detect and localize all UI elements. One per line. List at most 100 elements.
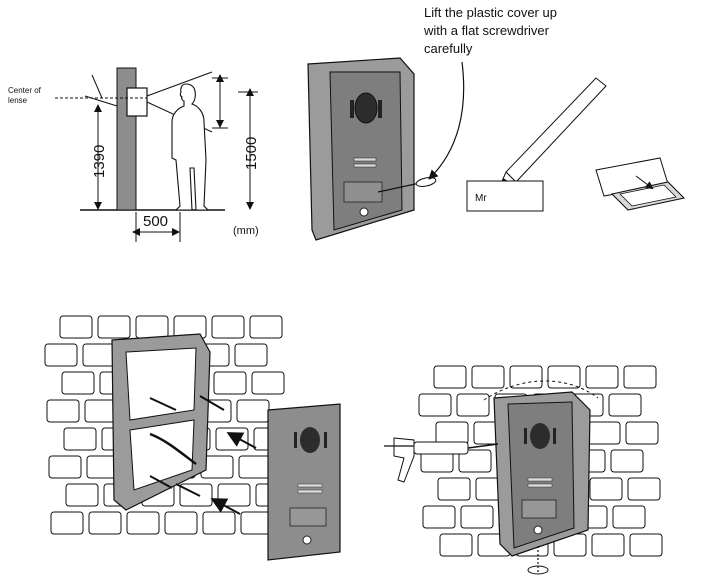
screwdriver-shaft — [377, 182, 421, 193]
installed-led-right — [553, 428, 556, 444]
brick — [65, 483, 99, 507]
brick — [612, 505, 646, 529]
screw-4 — [175, 483, 201, 497]
frame-opening-top — [125, 347, 197, 421]
brick — [547, 365, 581, 389]
brick — [589, 477, 623, 501]
screwdriver-handle — [415, 177, 437, 187]
name-card-figure: Mr — [466, 77, 686, 212]
brick — [627, 477, 661, 501]
brick — [439, 533, 473, 557]
panel-camera-icon — [300, 427, 320, 453]
panel-speaker-2 — [297, 489, 323, 494]
brick — [433, 365, 467, 389]
door-station-box — [126, 87, 148, 117]
brick — [88, 511, 122, 535]
name-plate — [343, 181, 383, 203]
height-1500-label: 1500 — [243, 137, 260, 170]
brick — [97, 315, 131, 339]
brick — [435, 421, 469, 445]
brick — [44, 343, 78, 367]
brick — [249, 315, 283, 339]
name-card-text: Mr — [475, 193, 487, 204]
instruction-arrow — [428, 61, 465, 180]
brick — [59, 315, 93, 339]
brick — [61, 371, 95, 395]
person-silhouette — [171, 83, 210, 211]
speaker-slot-1 — [353, 157, 377, 162]
brick — [164, 511, 198, 535]
brick — [422, 505, 456, 529]
angle-mark-1 — [91, 74, 103, 99]
wall-mount-figure — [44, 315, 341, 561]
silicone-tube — [413, 441, 469, 455]
brick — [418, 393, 452, 417]
insert-card-arrow — [635, 175, 654, 190]
mounting-height-figure: Center of lense 1390 1500 500 (mm) — [8, 67, 260, 242]
installed-camera-icon — [530, 423, 550, 449]
brick — [46, 399, 80, 423]
brick — [591, 533, 625, 557]
brick — [82, 343, 116, 367]
installed-speaker-2 — [527, 483, 553, 488]
lens-label-line1: Center of — [8, 86, 42, 95]
brick — [471, 365, 505, 389]
installed-call-button-icon — [533, 525, 543, 535]
brick — [202, 511, 236, 535]
screw-rotation-icon — [527, 565, 549, 575]
brick — [211, 315, 245, 339]
installed-led-left — [524, 428, 527, 444]
panel-led-right — [324, 432, 327, 448]
brick — [135, 315, 169, 339]
brick — [437, 477, 471, 501]
outdoor-panel — [267, 403, 341, 561]
instruction-line3: carefully — [424, 41, 473, 56]
brick — [587, 421, 621, 445]
brick — [215, 427, 249, 451]
brick — [629, 533, 663, 557]
lens-label-line2: lense — [8, 96, 28, 105]
angle-mark-2 — [84, 95, 118, 107]
led-right — [378, 100, 382, 118]
brick — [50, 511, 84, 535]
brick — [585, 365, 619, 389]
brick — [251, 371, 285, 395]
panel-speaker-1 — [297, 483, 323, 488]
distance-500-label: 500 — [143, 213, 168, 230]
cable — [149, 432, 197, 465]
brick — [608, 393, 642, 417]
brick — [126, 511, 160, 535]
camera-lens-icon — [354, 92, 378, 124]
silicone-nozzle — [467, 443, 499, 449]
unit-label: (mm) — [233, 225, 259, 237]
screw-2 — [199, 395, 225, 411]
brick — [458, 449, 492, 473]
brick — [610, 449, 644, 473]
speaker-slot-2 — [353, 163, 377, 168]
instruction-line2: with a flat screwdriver — [423, 23, 550, 38]
brick — [48, 455, 82, 479]
height-1390-label: 1390 — [91, 145, 108, 178]
brick — [460, 505, 494, 529]
led-left — [350, 100, 354, 118]
lift-cover-figure: Lift the plastic cover up with a flat sc… — [307, 5, 557, 241]
brick — [623, 365, 657, 389]
screw-1 — [149, 397, 177, 411]
brick — [509, 365, 543, 389]
brick — [213, 371, 247, 395]
installed-speaker-1 — [527, 477, 553, 482]
screw-3 — [149, 475, 173, 489]
panel-name-plate — [289, 507, 327, 527]
view-line-top — [146, 71, 213, 97]
silicone-gun-handle — [393, 437, 415, 483]
panel-call-button-icon — [302, 535, 312, 545]
brick — [238, 455, 272, 479]
frame-opening-bottom — [129, 419, 195, 491]
sealing-figure — [384, 365, 663, 575]
panel-led-left — [294, 432, 297, 448]
brick — [63, 427, 97, 451]
instruction-line1: Lift the plastic cover up — [424, 5, 557, 20]
installed-name-plate — [521, 499, 557, 519]
